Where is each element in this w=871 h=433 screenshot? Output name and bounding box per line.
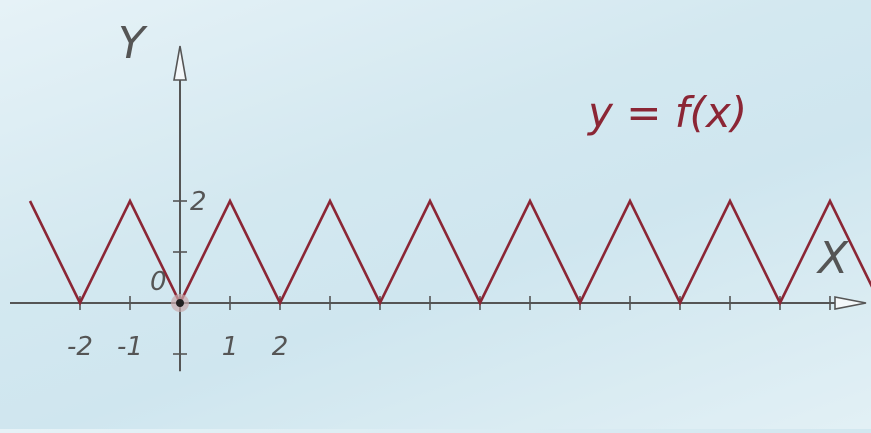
x-axis-arrow [834,296,867,310]
y-axis-title: Y [118,18,148,69]
series-line [28,198,871,306]
x-tick-label: -1 [117,332,143,362]
series [28,198,871,312]
origin-label: 0 [150,267,167,297]
y-tick-label: 2 [190,187,207,217]
x-tick-label: 1 [222,332,239,362]
x-tick-label: -2 [67,332,93,362]
origin-point [176,299,184,307]
x-tick-label: 2 [272,332,289,362]
x-axis-title: X [816,233,849,284]
y-axis-arrow [173,45,187,81]
ticks: -2 -1 1 2 2 [67,187,831,362]
labels: Y X y = f(x) 0 [118,18,849,297]
function-annotation: y = f(x) [586,88,747,137]
axes [10,45,867,372]
